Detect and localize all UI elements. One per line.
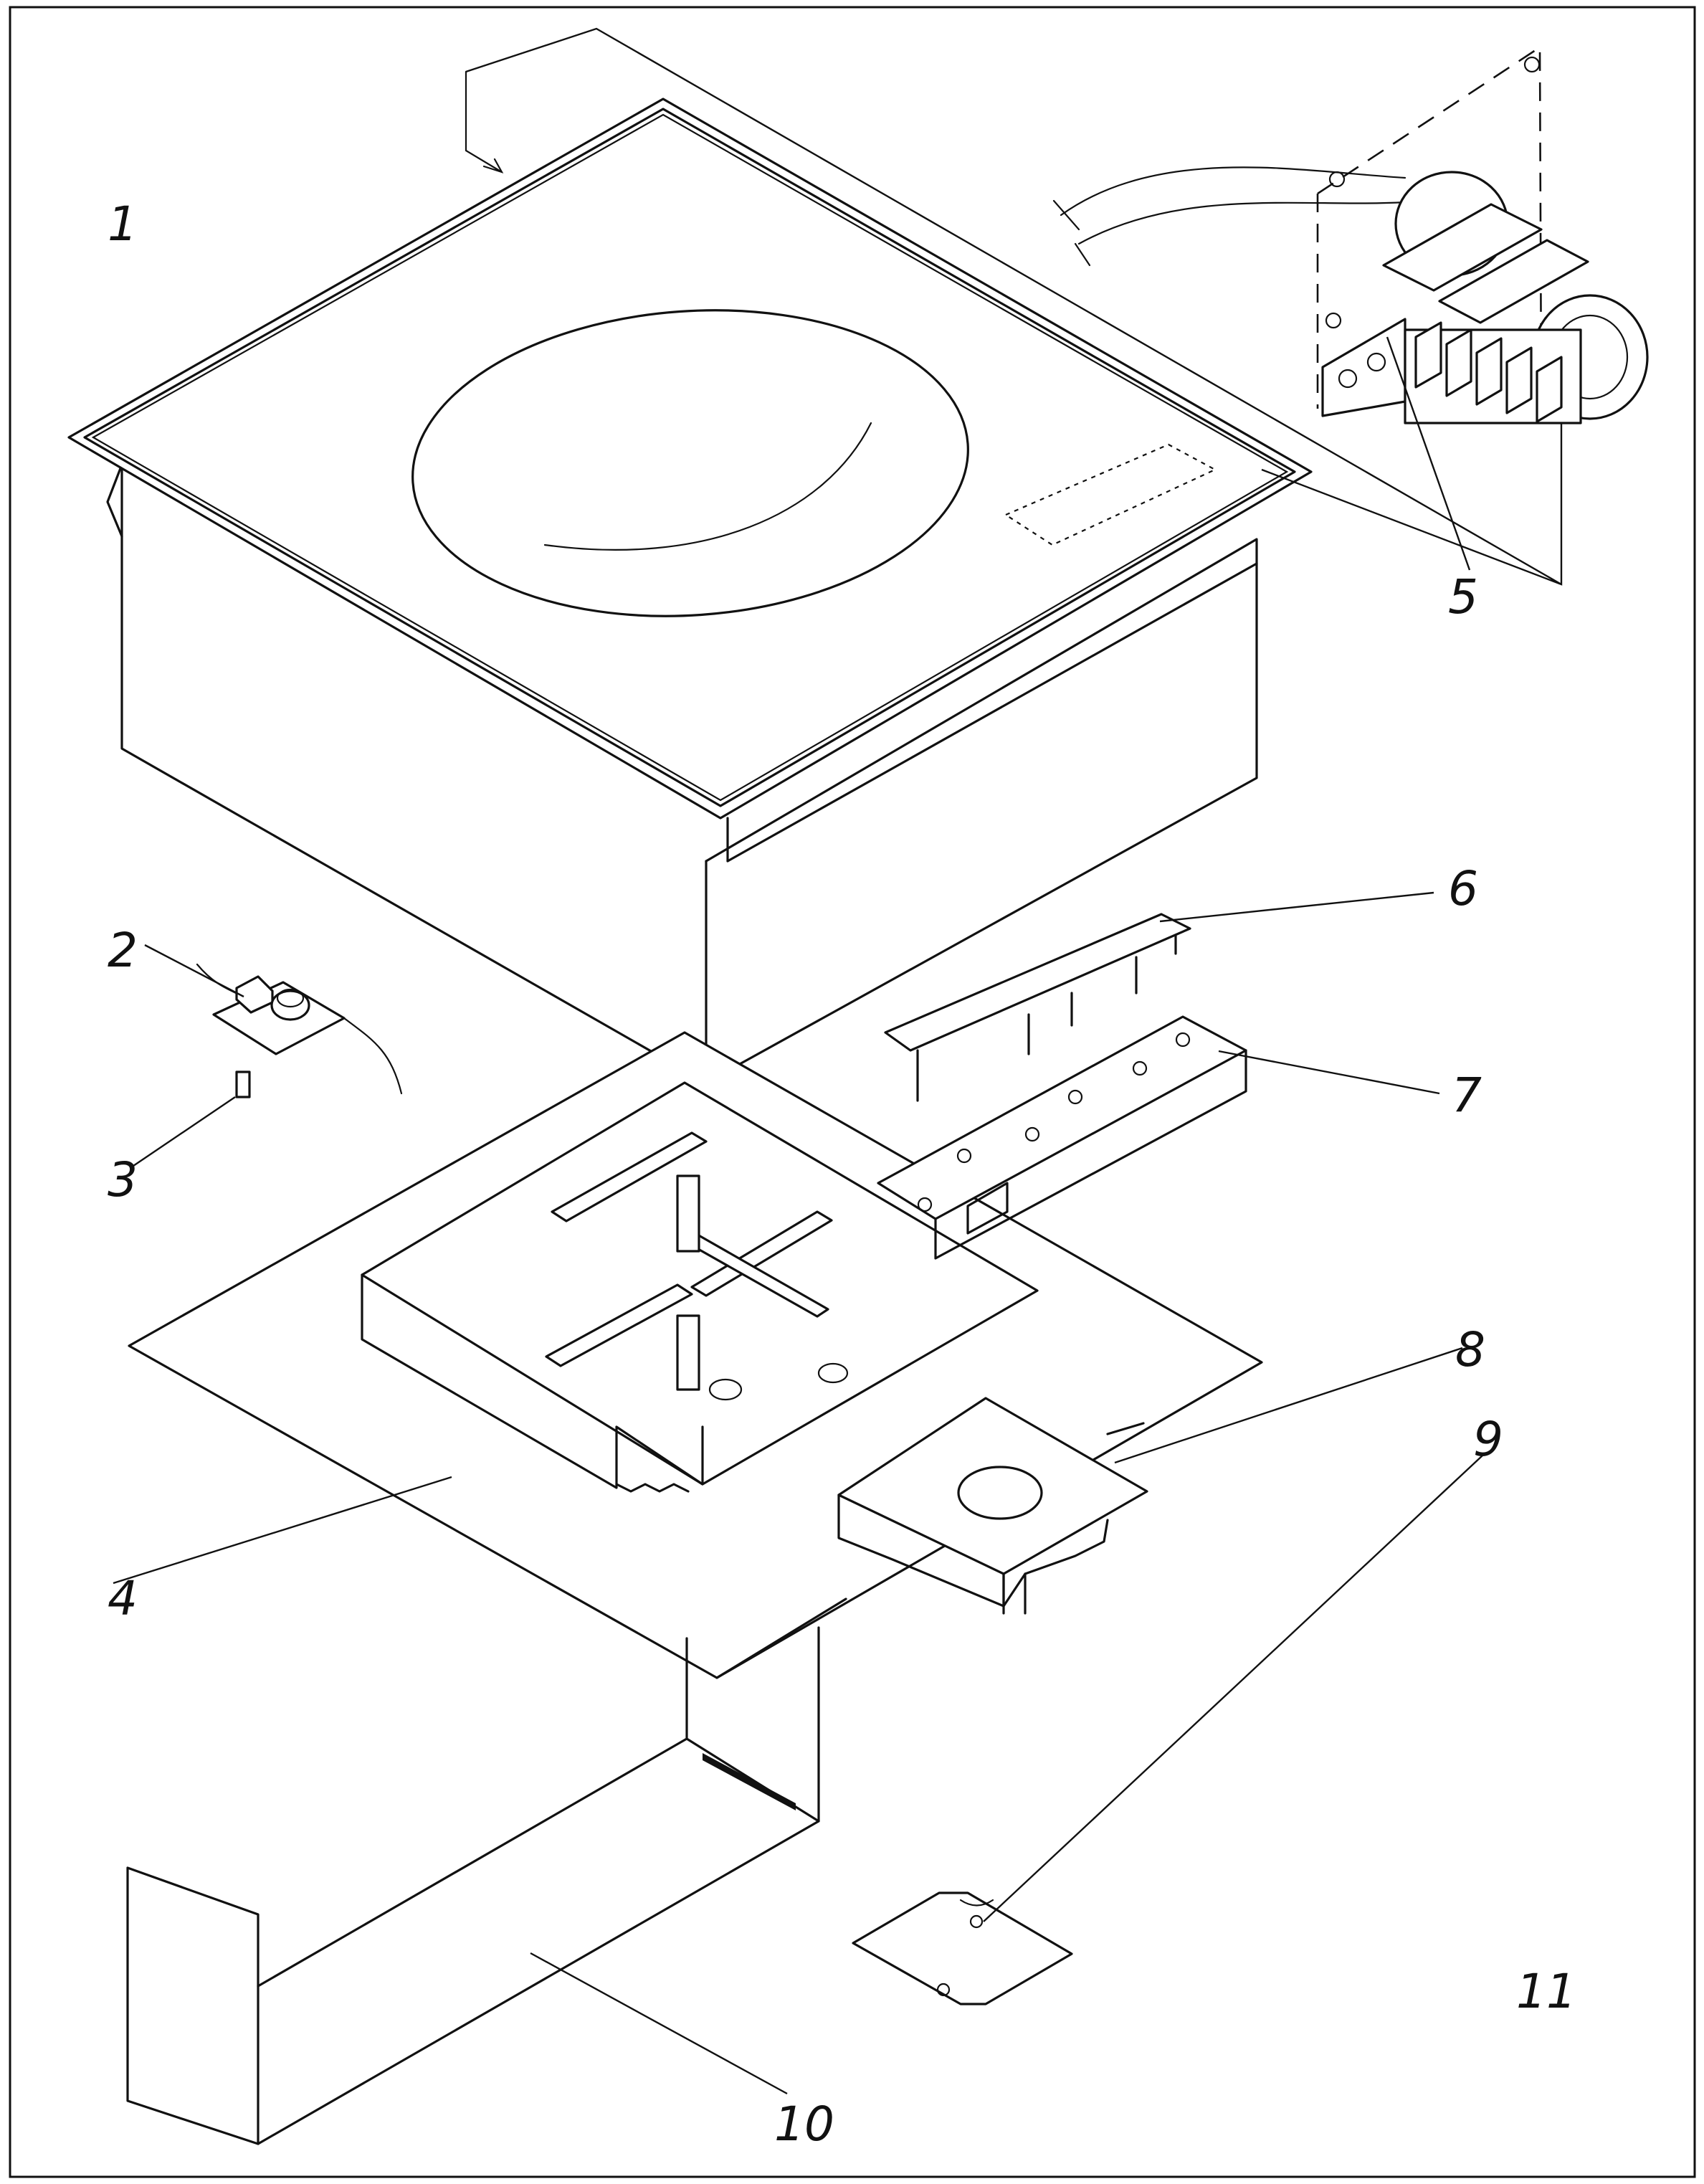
part-7-bracket [877,1015,1440,1260]
part-10-lower-housing [126,1626,820,2145]
part-9-cover-plate [852,1455,1483,2005]
callout-labels: 1 2 3 4 5 6 7 8 9 10 11 [108,196,1576,2152]
part-2-control-knob [144,944,403,1095]
part-5-terminal-block [1052,45,1649,571]
callout-7: 7 [1452,1068,1482,1123]
leader-part1-part5 [465,27,1563,586]
callout-5: 5 [1448,569,1478,625]
drawing-frame [9,6,1696,2178]
part-6-pin-header [884,891,1434,1102]
callout-2: 2 [108,923,138,978]
part-3-fuse [133,1070,251,1167]
part-8-fan [837,1347,1463,1615]
callout-6: 6 [1448,861,1478,916]
callout-3: 3 [108,1152,138,1207]
callout-8: 8 [1455,1322,1485,1377]
callout-10: 10 [774,2097,834,2152]
callout-9: 9 [1473,1412,1503,1467]
callout-4: 4 [108,1571,138,1626]
callout-1: 1 [108,196,138,252]
callout-11: 11 [1516,1964,1576,2019]
part-1-cooktop-unit [67,70,1313,1084]
